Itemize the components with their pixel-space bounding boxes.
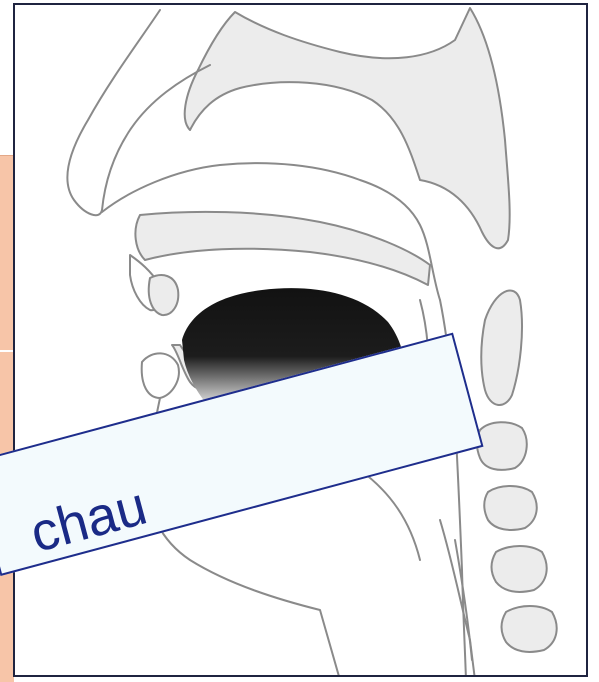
larynx-outline xyxy=(440,520,475,680)
lower-lip-shape xyxy=(142,353,179,398)
vertebra-4 xyxy=(492,546,547,592)
vertebra-3 xyxy=(484,486,536,530)
upper-teeth-shape xyxy=(149,275,179,315)
hard-palate-shape xyxy=(135,212,430,285)
vertebra-2 xyxy=(477,422,527,470)
vertebra-5 xyxy=(502,606,557,652)
vertebra-1 xyxy=(481,290,522,405)
